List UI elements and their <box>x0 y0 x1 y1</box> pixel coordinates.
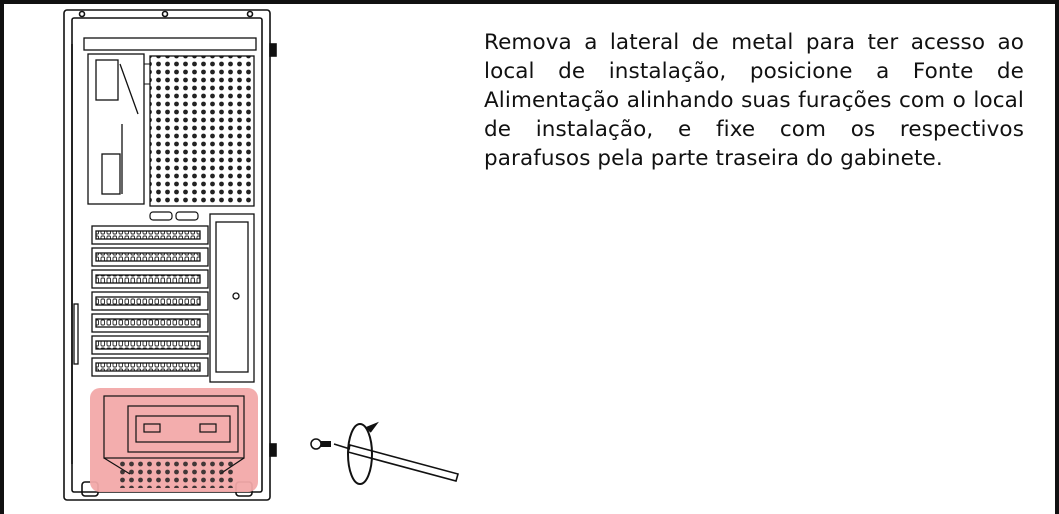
rear-fan-grill <box>143 55 255 207</box>
case-body <box>63 9 277 501</box>
psu-area-highlight <box>90 388 258 492</box>
instruction-text: Remova a lateral de metal para ter acess… <box>484 30 1024 171</box>
screwdriver-icon <box>333 443 459 482</box>
screw-icon <box>310 438 331 450</box>
vent-slots <box>149 211 199 221</box>
side-bracket <box>73 213 255 383</box>
expansion-slots <box>91 225 209 377</box>
rotation-arrow-icon <box>347 421 379 485</box>
pc-case-rear-illustration <box>63 9 459 501</box>
io-area <box>83 37 257 205</box>
